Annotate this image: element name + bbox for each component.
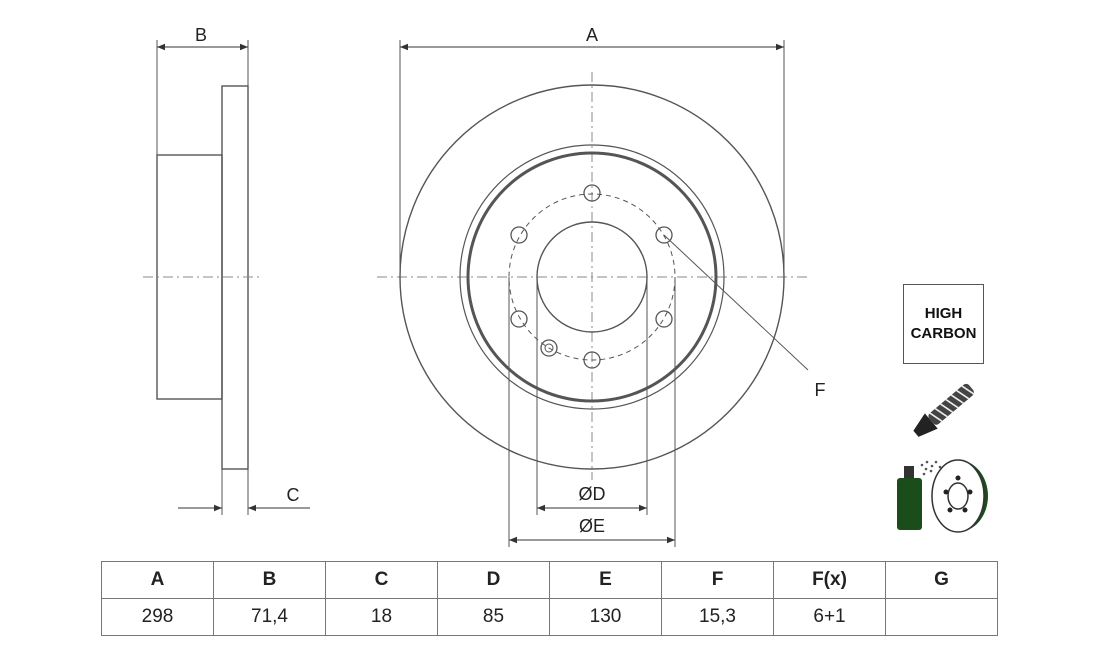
spray-nozzle [904, 466, 914, 478]
spray-can [897, 478, 922, 530]
spec-value-g [885, 598, 998, 636]
bolt-hole [655, 226, 673, 244]
badge-line-2: CARBON [910, 325, 977, 342]
spray-coating-icon [897, 459, 988, 533]
side-view [143, 40, 310, 515]
dimension-label-b: B [195, 25, 207, 45]
specification-table: A B C D E F F(x) G 298 71,4 18 85 130 15… [101, 561, 998, 636]
spec-header-g: G [885, 561, 998, 599]
spec-header-d: D [437, 561, 550, 599]
dimension-label-e: ØE [579, 516, 605, 536]
screw-shank [928, 383, 974, 425]
bolt-hole [510, 310, 528, 328]
spec-value-fx: 6+1 [773, 598, 886, 636]
bolt-hole [583, 184, 601, 202]
f-leader-line [663, 234, 809, 371]
spec-value-d: 85 [437, 598, 550, 636]
screw-head [913, 413, 938, 437]
locating-screw-hole [540, 339, 558, 357]
screw-icon [913, 383, 975, 437]
high-carbon-badge: HIGH CARBON [903, 284, 984, 364]
hat-step-ring [466, 151, 718, 403]
spec-value-b: 71,4 [213, 598, 326, 636]
badge-line-1: HIGH [924, 305, 963, 322]
bolt-hole [510, 226, 528, 244]
front-view [377, 40, 810, 547]
dimension-label-f: F [815, 380, 826, 400]
locating-screw-hole-inner [544, 343, 554, 353]
bolt-hole [583, 351, 601, 369]
spec-header-f: F [661, 561, 774, 599]
coated-disc-bore [947, 482, 969, 510]
spec-header-b: B [213, 561, 326, 599]
bolt-holes [510, 184, 673, 369]
spec-value-c: 18 [325, 598, 438, 636]
spec-value-a: 298 [101, 598, 214, 636]
dimension-label-c: C [287, 485, 300, 505]
coated-disc-face [931, 459, 985, 533]
spec-header-row: A B C D E F F(x) G [101, 561, 998, 599]
spec-value-e: 130 [549, 598, 662, 636]
dimension-label-d: ØD [579, 484, 606, 504]
hat-outer-edge [459, 144, 725, 410]
spray-mist [920, 460, 942, 476]
dimension-label-a: A [586, 25, 598, 45]
spec-value-f: 15,3 [661, 598, 774, 636]
spec-header-fx: F(x) [773, 561, 886, 599]
spec-header-e: E [549, 561, 662, 599]
spec-header-c: C [325, 561, 438, 599]
bolt-hole [655, 310, 673, 328]
spec-value-row: 298 71,4 18 85 130 15,3 6+1 [101, 598, 998, 636]
spec-header-a: A [101, 561, 214, 599]
